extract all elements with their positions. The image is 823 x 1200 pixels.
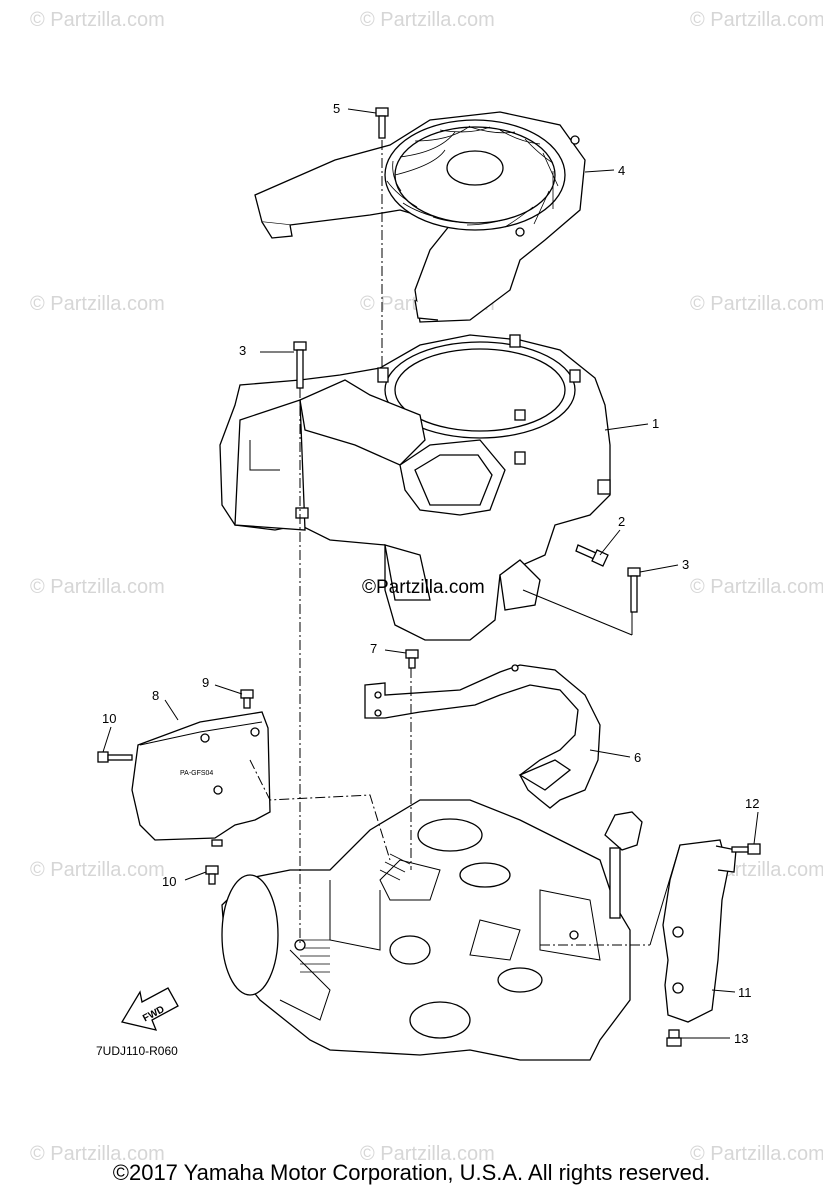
watermark: © Partzilla.com xyxy=(360,1143,495,1165)
copyright-notice: ©2017 Yamaha Motor Corporation, U.S.A. A… xyxy=(112,1160,711,1185)
watermark: © Partzilla.com xyxy=(30,293,165,315)
watermark: © Partzilla.com xyxy=(690,293,823,315)
part-1-duct-housing[interactable] xyxy=(219,334,611,641)
callout-10-lower[interactable]: 10 xyxy=(162,874,176,889)
part-4-fan-cover[interactable] xyxy=(254,111,586,323)
part-12-bolt[interactable] xyxy=(731,843,761,855)
watermark: © Partzilla.com xyxy=(690,9,823,31)
callout-labels: 5 4 3 1 2 3 7 9 8 10 6 12 10 11 13 xyxy=(102,101,759,1046)
watermark-center: ©Partzilla.com xyxy=(362,577,485,598)
callout-4[interactable]: 4 xyxy=(618,163,625,178)
watermark: © Partzilla.com xyxy=(30,576,165,598)
part-10-bolt-upper[interactable] xyxy=(97,751,133,763)
leader-lines xyxy=(102,108,759,1039)
forward-arrow-icon: FWD xyxy=(120,987,179,1031)
callout-3-right[interactable]: 3 xyxy=(682,557,689,572)
part-10-bolt-lower[interactable] xyxy=(205,865,219,885)
callout-12[interactable]: 12 xyxy=(745,796,759,811)
part-9-bolt[interactable] xyxy=(240,689,254,709)
watermark: © Partzilla.com xyxy=(690,1143,823,1165)
callout-8[interactable]: 8 xyxy=(152,688,159,703)
part-7-bolt[interactable] xyxy=(405,649,419,669)
callout-13[interactable]: 13 xyxy=(734,1031,748,1046)
watermark: © Partzilla.com xyxy=(360,9,495,31)
callout-10-upper[interactable]: 10 xyxy=(102,711,116,726)
callout-2[interactable]: 2 xyxy=(618,514,625,529)
part-13-bolt[interactable] xyxy=(666,1029,682,1047)
engine-block[interactable] xyxy=(221,799,643,1061)
callout-5[interactable]: 5 xyxy=(333,101,340,116)
watermark: © Partzilla.com xyxy=(690,576,823,598)
callout-7[interactable]: 7 xyxy=(370,641,377,656)
watermark: © Partzilla.com xyxy=(30,9,165,31)
part-5-bolt[interactable] xyxy=(375,107,389,139)
callout-1[interactable]: 1 xyxy=(652,416,659,431)
part-11-shield[interactable] xyxy=(662,839,737,1023)
watermark: © Partzilla.com xyxy=(30,1143,165,1165)
guide-lines xyxy=(249,140,650,946)
callout-3-top[interactable]: 3 xyxy=(239,343,246,358)
cover-label: PA-GFS04 xyxy=(180,770,213,777)
part-8-cover[interactable] xyxy=(131,711,271,847)
part-2-screw[interactable] xyxy=(575,544,609,567)
watermark: © Partzilla.com xyxy=(30,859,165,881)
watermark-layer: © Partzilla.com © Partzilla.com © Partzi… xyxy=(30,9,823,1165)
part-6-bracket[interactable] xyxy=(364,664,601,809)
callout-6[interactable]: 6 xyxy=(634,750,641,765)
callout-9[interactable]: 9 xyxy=(202,675,209,690)
diagram-code: 7UDJ110-R060 xyxy=(96,1044,178,1058)
part-3-bolt-right[interactable] xyxy=(627,567,641,613)
callout-11[interactable]: 11 xyxy=(738,985,752,1000)
